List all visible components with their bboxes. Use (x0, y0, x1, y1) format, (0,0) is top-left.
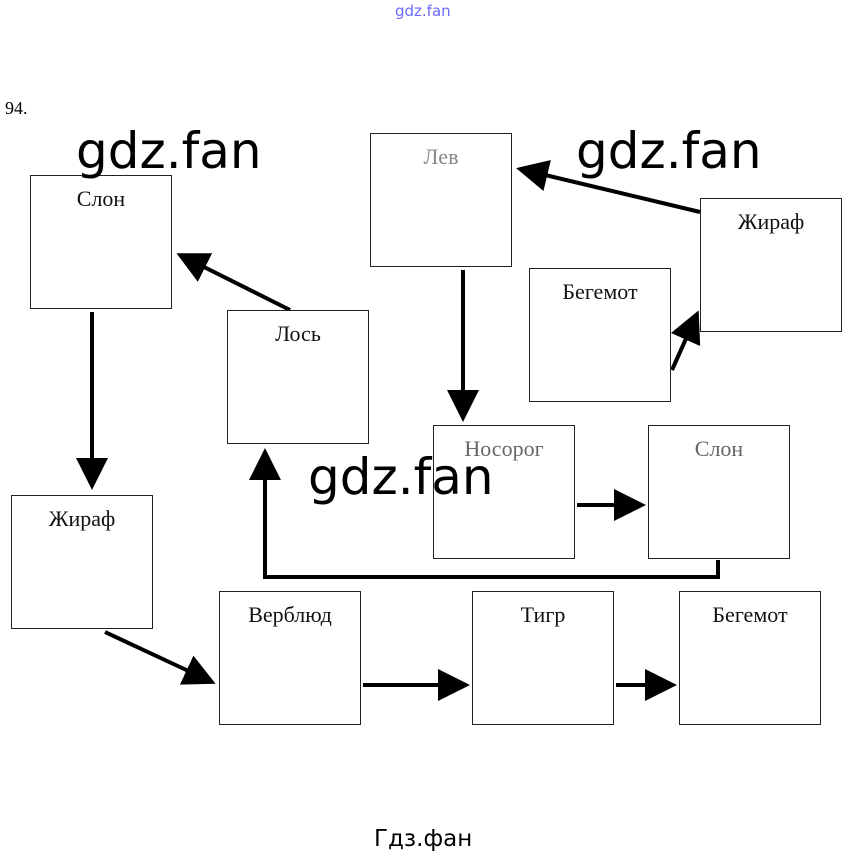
node-begemot-top: Бегемот (529, 268, 671, 402)
node-slon-left: Слон (30, 175, 172, 309)
arrow-slon-los (249, 448, 720, 579)
footer-label: Гдз.фан (374, 826, 473, 852)
node-nosorog: Носорог (433, 425, 575, 559)
node-slon-right: Слон (648, 425, 790, 559)
arrow-begemot-zhiraf (670, 310, 701, 371)
site-label: gdz.fan (395, 2, 451, 20)
watermark: gdz.fan (76, 122, 262, 180)
node-lev: Лев (370, 133, 512, 267)
node-tigr: Тигр (472, 591, 614, 725)
arrow-zhiraf-lev (516, 159, 701, 214)
watermark: gdz.fan (308, 448, 494, 506)
node-los: Лось (227, 310, 369, 444)
node-begemot-bottom: Бегемот (679, 591, 821, 725)
node-zhiraf-right: Жираф (700, 198, 842, 332)
task-number: 94. (5, 98, 28, 118)
node-verblyud: Верблюд (219, 591, 361, 725)
watermark: gdz.fan (576, 122, 762, 180)
arrow-los-slon (176, 253, 291, 312)
arrow-zhiraf-verblyud (104, 630, 216, 685)
node-zhiraf-left: Жираф (11, 495, 153, 629)
